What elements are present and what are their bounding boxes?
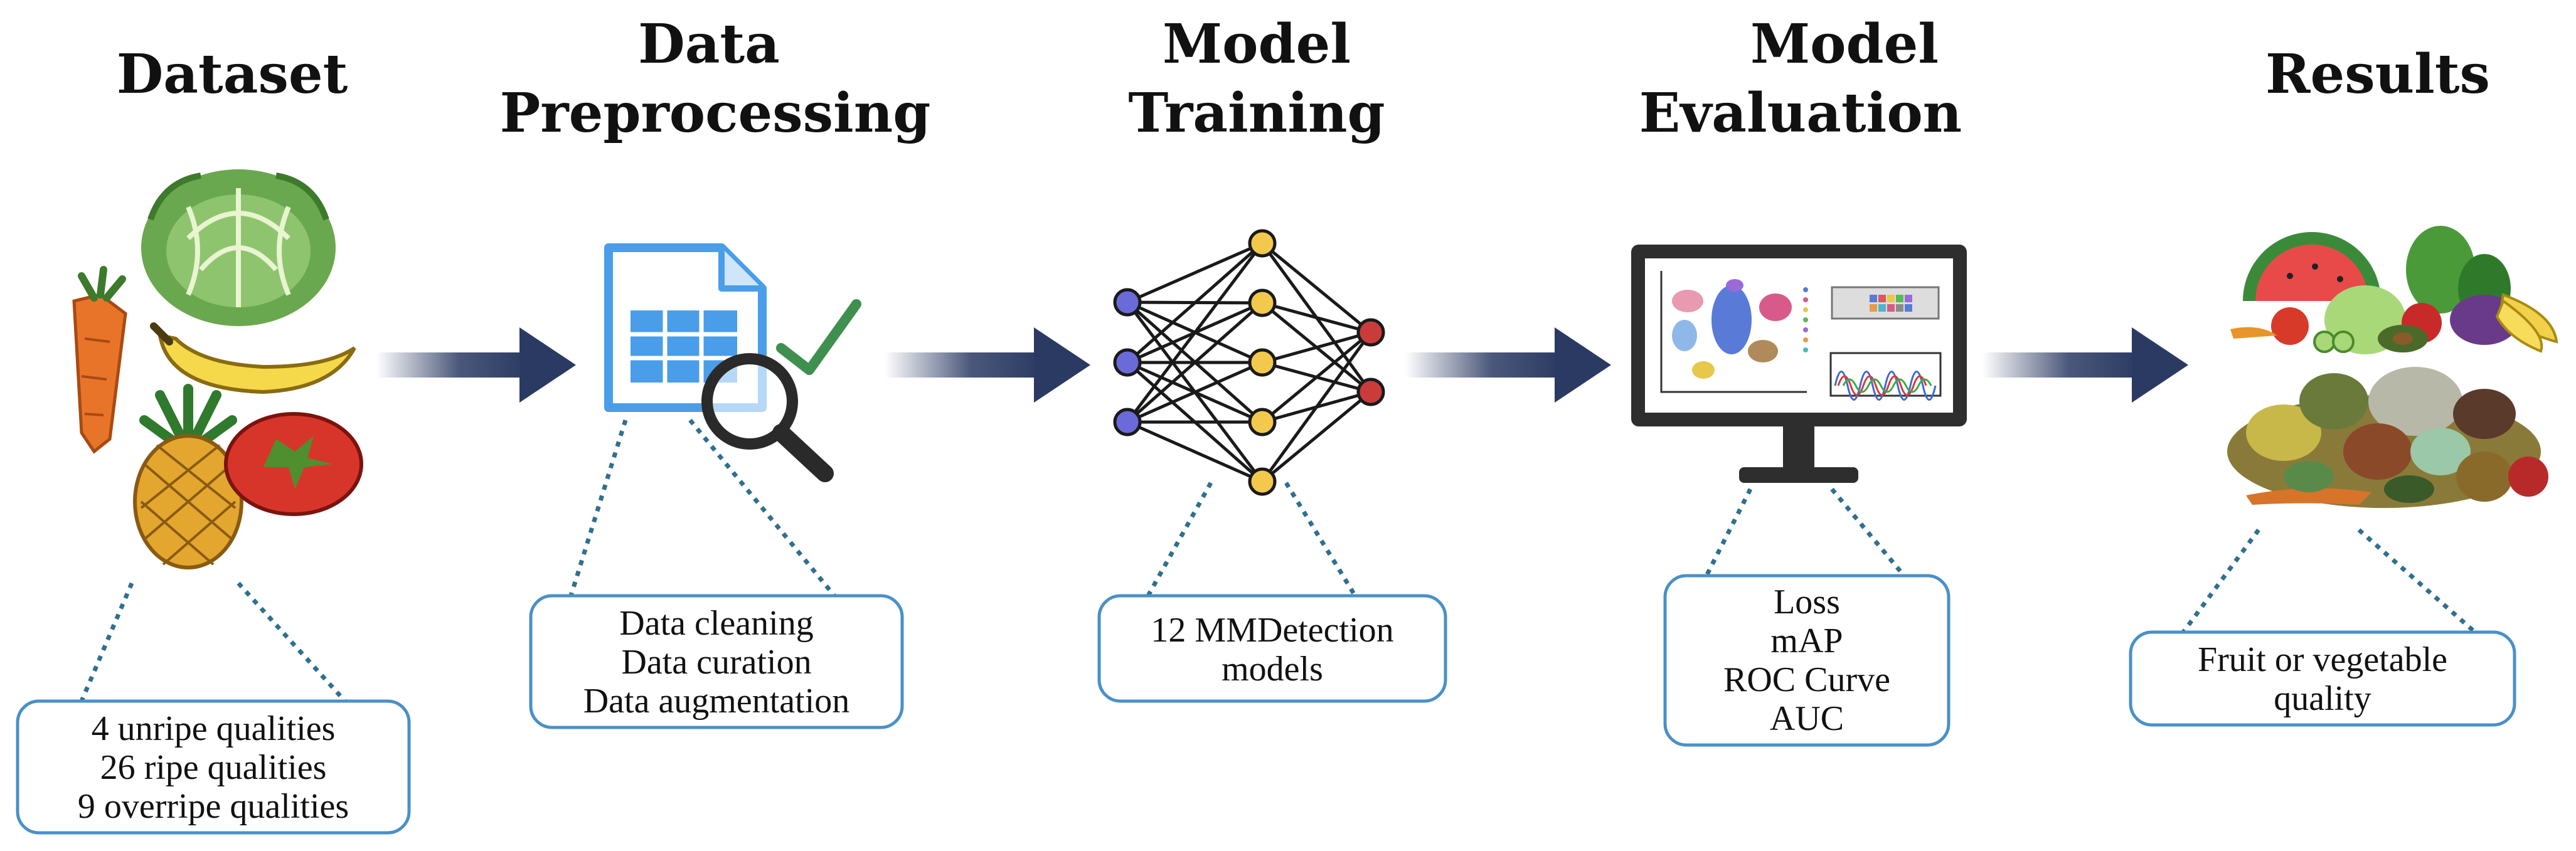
stage-title-dataset: Dataset [117,43,348,106]
detail-text-evaluation-3: ROC Curve [1723,660,1890,699]
stage-title-preprocessing-line1: Data [638,13,780,76]
detail-box-dataset [16,699,411,835]
input-node [1113,288,1142,317]
stage-title-evaluation-line1: Model [1750,13,1939,76]
detail-text-preprocessing-3: Data augmentation [583,682,850,721]
stage-title-training-line2: Training [1128,82,1385,145]
stage-title-evaluation-line2: Evaluation [1639,82,1962,145]
detail-text-dataset-3: 9 overripe qualities [78,787,349,826]
fruit-vegetable-icon [72,169,363,569]
arrow-1 [376,327,576,403]
hidden-node [1248,408,1277,436]
stage-title-preprocessing-line2: Preprocessing [500,82,931,145]
output-node [1356,318,1385,347]
detail-box-evaluation [1663,574,1951,747]
fresh-produce-icon [2230,226,2558,354]
detail-text-results-1: Fruit or vegetable [2198,640,2447,679]
monitor-plot-icon [1631,245,1967,483]
detail-text-dataset-1: 4 unripe qualities [92,709,336,748]
hidden-node [1248,288,1277,317]
stage-title-results: Results [2265,43,2490,106]
cabbage-icon [141,169,336,326]
detail-text-preprocessing-2: Data curation [621,643,811,682]
banana-icon [150,322,356,394]
detail-box-preprocessing [529,594,904,729]
carrot-icon [72,266,127,454]
neural-network-icon [1113,229,1385,496]
arrow-3 [1405,327,1611,403]
detail-box-results [2129,630,2516,727]
detail-text-evaluation-4: AUC [1770,699,1844,738]
detail-text-preprocessing-1: Data cleaning [619,604,813,643]
arrow-2 [885,327,1090,403]
hidden-node [1248,348,1277,377]
detail-text-evaluation-2: mAP [1770,621,1843,660]
stage-title-training-line1: Model [1163,13,1351,76]
legend-dots [1803,287,1808,352]
pineapple-icon [133,384,243,569]
hidden-node [1248,467,1277,496]
heatmap-cells [1870,295,1912,312]
produce-pile-icon [2227,226,2558,508]
spoiled-produce-icon [2227,367,2548,508]
spreadsheet-magnifier-icon [604,243,861,482]
detail-text-training-2: models [1221,650,1323,689]
detail-text-results-2: quality [2274,679,2371,718]
output-node [1356,378,1385,406]
input-node [1113,348,1142,377]
tomato-icon [224,412,363,516]
detail-text-dataset-2: 26 ripe qualities [100,748,327,787]
hidden-node [1248,229,1277,258]
input-node [1113,408,1142,436]
detail-box-training [1097,594,1447,703]
scatter-clusters [1672,279,1792,379]
dotted-connectors [79,418,2477,703]
detail-text-evaluation-1: Loss [1774,583,1840,621]
arrow-4 [1983,327,2188,403]
detail-text-training-1: 12 MMDetection [1151,611,1393,650]
